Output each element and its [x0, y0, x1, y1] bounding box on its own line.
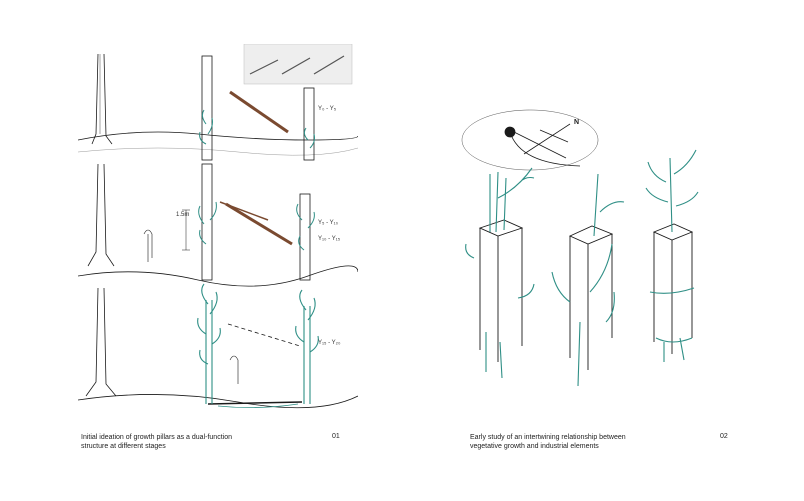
stage-3-label: Y₁₅ - Y₂₀ — [318, 340, 341, 346]
inset-photo — [243, 44, 353, 85]
growth-pillar-stages-sketch: Y₀ - Y₅ 1.5m Y₅ - Y₁₀ Y₁₀ - Y₁₅ — [78, 44, 358, 409]
rust-rod — [225, 202, 293, 246]
rust-rod — [219, 201, 269, 221]
stage-2b-label: Y₁₀ - Y₁₅ — [318, 236, 341, 242]
intertwining-pillars-sketch: N — [461, 109, 699, 387]
pillar-3-foliage — [645, 149, 699, 362]
pillar-3 — [652, 223, 694, 354]
stage-1-row — [78, 53, 358, 161]
left-caption-line-1: Initial ideation of growth pillars as a … — [81, 434, 232, 441]
stage-3-foliage — [197, 283, 319, 408]
stage-2a-label: Y₅ - Y₁₀ — [318, 220, 339, 226]
compass-north-label: N — [574, 119, 579, 126]
pillar-2-foliage — [551, 173, 625, 387]
stage-3-row — [78, 287, 358, 409]
stage-1-label: Y₀ - Y₅ — [318, 106, 337, 112]
stage-2-foliage — [198, 201, 315, 251]
rust-rod — [229, 90, 289, 134]
left-caption: Initial ideation of growth pillars as a … — [81, 433, 281, 451]
height-mark-label: 1.5m — [176, 212, 189, 218]
left-page: Y₀ - Y₅ 1.5m Y₅ - Y₁₀ Y₁₀ - Y₁₅ — [78, 44, 358, 451]
right-page-number: 02 — [720, 433, 728, 440]
right-page: N Early study of an intertw — [402, 0, 804, 501]
stage-2-row — [78, 163, 358, 287]
stage-1-foliage — [199, 109, 315, 149]
compass-diagram — [461, 109, 599, 171]
left-page-number: 01 — [332, 433, 340, 440]
pillar-1-foliage — [465, 167, 535, 379]
right-caption-line-2: vegetative growth and industrial element… — [470, 443, 599, 450]
pillar-2 — [568, 225, 614, 370]
right-caption-line-1: Early study of an intertwining relations… — [470, 434, 626, 441]
pillar-1 — [478, 219, 524, 362]
left-caption-line-2: structure at different stages — [81, 443, 166, 450]
right-caption: Early study of an intertwining relations… — [470, 433, 670, 451]
